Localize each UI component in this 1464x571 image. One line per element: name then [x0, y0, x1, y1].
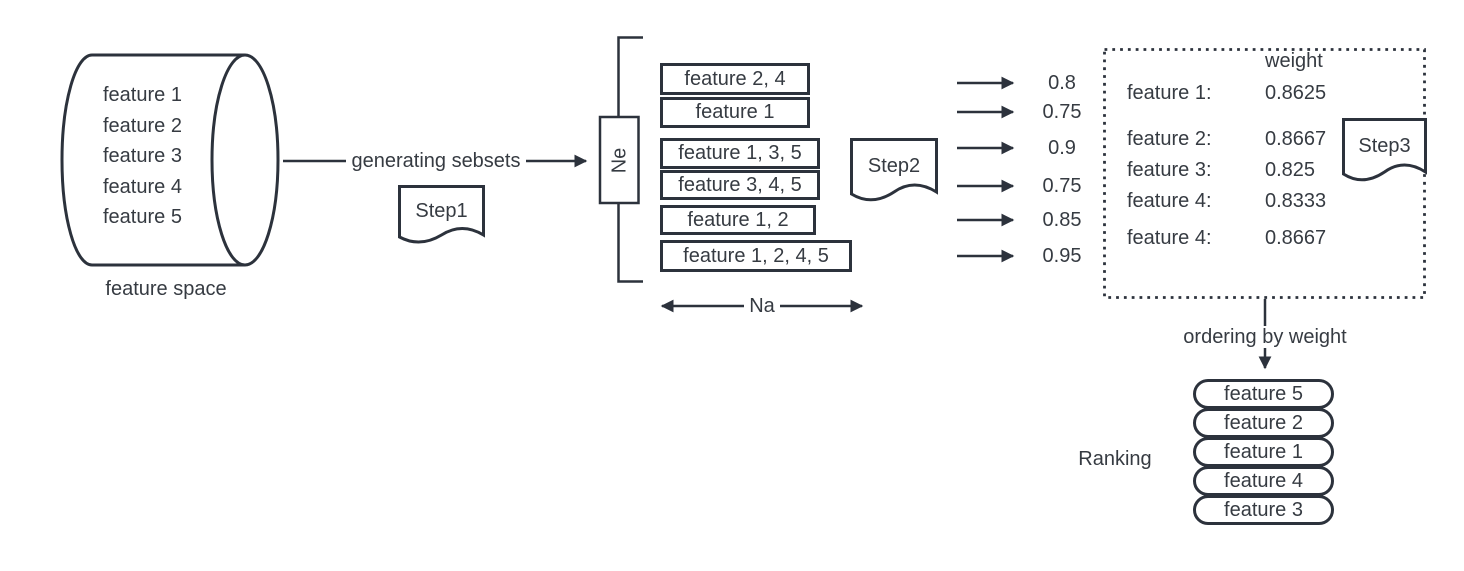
subset-box-6: feature 1, 2, 4, 5 [660, 240, 852, 272]
subset-label-5: feature 1, 2 [687, 208, 789, 231]
step1-document-shape [398, 185, 485, 244]
ranking-item-5: feature 3 [1193, 495, 1334, 525]
cylinder-caption: feature space [105, 278, 227, 300]
score-arrows [957, 76, 1015, 263]
ranking-item-label-5: feature 3 [1224, 498, 1303, 521]
ranking-item-3: feature 1 [1193, 437, 1334, 467]
weight-row-label-3: feature 3: [1127, 159, 1212, 181]
subset-box-5: feature 1, 2 [660, 205, 816, 235]
cylinder-feature-3: feature 3 [103, 145, 182, 167]
cylinder-feature-1: feature 1 [103, 84, 182, 106]
score-value-4: 0.75 [1042, 175, 1082, 197]
step2-label: Step2 [867, 154, 921, 177]
weight-table-header: weight [1265, 50, 1323, 72]
subset-box-3: feature 1, 3, 5 [660, 138, 820, 169]
weight-table-border [1103, 48, 1426, 299]
weight-row-value-4: 0.8333 [1265, 190, 1327, 212]
weight-row-label-5: feature 4: [1127, 227, 1212, 249]
weight-row-value-3: 0.825 [1265, 159, 1316, 181]
subset-label-3: feature 1, 3, 5 [678, 142, 802, 164]
subset-label-1: feature 2, 4 [684, 67, 786, 90]
subset-label-2: feature 1 [695, 101, 775, 123]
na-axis-label: Na [722, 294, 802, 318]
score-value-5: 0.85 [1042, 209, 1082, 231]
ranking-item-label-4: feature 4 [1224, 469, 1303, 492]
subset-box-4: feature 3, 4, 5 [660, 170, 820, 200]
step2-document-shape [850, 138, 938, 202]
weight-row-value-2: 0.8667 [1265, 128, 1327, 150]
subset-label-4: feature 3, 4, 5 [678, 173, 802, 196]
cylinder-feature-4: feature 4 [103, 176, 182, 198]
step3-label: Step3 [1358, 134, 1411, 157]
ranking-item-1: feature 5 [1193, 379, 1334, 409]
subset-box-2: feature 1 [660, 97, 810, 128]
ranking-item-label-1: feature 5 [1224, 382, 1303, 405]
weight-row-value-1: 0.8625 [1265, 82, 1327, 104]
weight-row-value-5: 0.8667 [1265, 227, 1327, 249]
weight-row-label-4: feature 4: [1127, 190, 1212, 212]
step1-label: Step1 [415, 199, 468, 222]
score-value-2: 0.75 [1042, 101, 1082, 123]
ranking-item-4: feature 4 [1193, 466, 1334, 496]
weight-row-label-2: feature 2: [1127, 128, 1212, 150]
score-value-6: 0.95 [1042, 245, 1082, 267]
score-value-1: 0.8 [1048, 72, 1076, 94]
generate-arrow-label: generating sebsets [336, 149, 536, 173]
ordering-arrow-label: ordering by weight [1165, 325, 1365, 349]
cylinder-feature-5: feature 5 [103, 206, 182, 228]
ne-axis-box [598, 115, 640, 205]
score-value-3: 0.9 [1048, 137, 1076, 159]
ne-axis-label: Ne [607, 147, 630, 173]
cylinder-feature-2: feature 2 [103, 115, 182, 137]
ranking-label: Ranking [1078, 448, 1152, 470]
feature-space-cylinder [60, 53, 280, 267]
ranking-item-2: feature 2 [1193, 408, 1334, 438]
subset-label-6: feature 1, 2, 4, 5 [683, 244, 829, 267]
weight-row-label-1: feature 1: [1127, 82, 1212, 104]
step3-document-shape [1342, 118, 1427, 182]
subset-box-1: feature 2, 4 [660, 63, 810, 95]
ranking-item-label-3: feature 1 [1224, 440, 1303, 463]
ranking-item-label-2: feature 2 [1224, 411, 1303, 434]
